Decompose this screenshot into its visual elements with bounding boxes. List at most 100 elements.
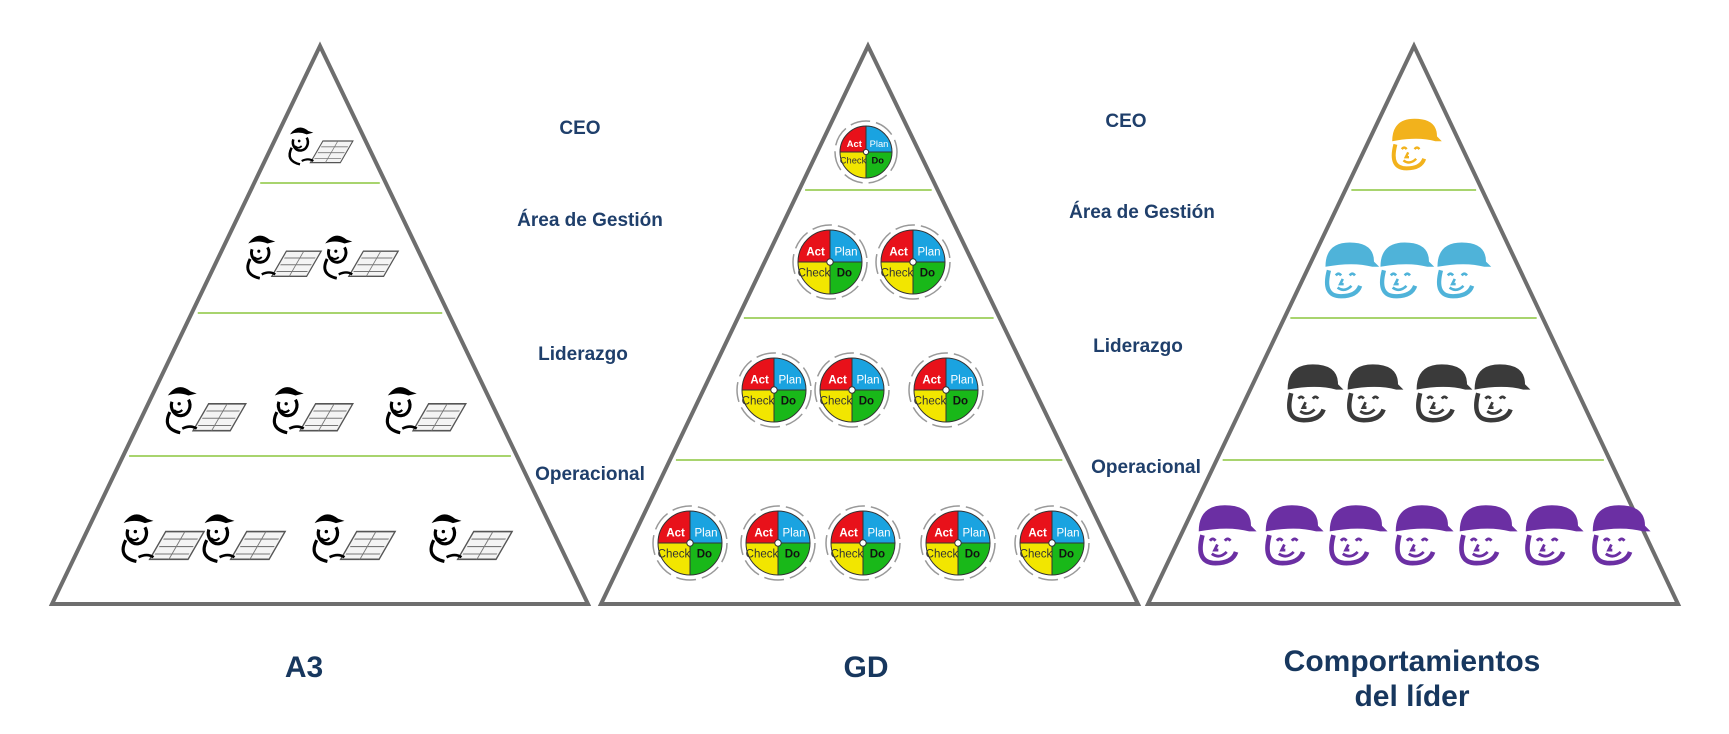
helmet-face-icon [1287,364,1344,423]
helmet-face-icon [1329,505,1388,566]
label-a3-operacional: Operacional [535,464,645,485]
svg-text:Act: Act [1028,528,1047,540]
pyramid-gd [597,41,1142,606]
svg-text:Act: Act [922,375,941,387]
helmet-face-icon [1436,242,1492,299]
helmet-face-icon [1391,118,1442,171]
svg-text:Do: Do [870,548,885,560]
svg-text:Plan: Plan [950,375,973,387]
label-gd-operacional: Operacional [1091,457,1201,478]
svg-text:Plan: Plan [962,528,985,540]
helmet-face-icon [1265,505,1324,566]
helmet-face-icon [1459,505,1518,566]
helmet-face-icon [1347,364,1404,423]
label-gd-area-gestion: Área de Gestión [1069,202,1215,223]
svg-text:Check: Check [831,548,864,560]
pyramid-title-gd: GD [843,651,889,684]
svg-text:Plan: Plan [856,375,879,387]
svg-text:Do: Do [697,548,712,560]
svg-text:Act: Act [806,247,825,259]
svg-text:Check: Check [658,548,691,560]
person-with-report-icon [165,387,248,435]
svg-text:Check: Check [926,548,959,560]
title-line-1: Comportamientos [1283,645,1541,678]
svg-text:Check: Check [746,548,779,560]
svg-text:Check: Check [914,395,947,407]
svg-text:Do: Do [781,395,796,407]
svg-text:Plan: Plan [867,528,890,540]
svg-text:Act: Act [934,528,953,540]
label-gd-liderazgo: Liderazgo [1093,336,1183,357]
helmet-face-icon [1474,364,1531,423]
svg-text:Do: Do [859,395,874,407]
pyramid-outline [1144,41,1682,606]
label-a3-liderazgo: Liderazgo [538,344,628,365]
person-with-report-icon [429,514,514,564]
pyramid-comportamientos [1144,41,1682,606]
pyramid-a3 [48,41,592,606]
svg-text:Plan: Plan [782,528,805,540]
person-with-report-icon [246,235,323,280]
person-with-report-icon [288,127,354,166]
svg-text:Do: Do [785,548,800,560]
pyramid-title-comportamientos: Comportamientos del líder [1284,644,1541,715]
svg-text:Do: Do [837,267,852,279]
person-with-report-icon [202,514,287,564]
label-a3-area-gestion: Área de Gestión [517,210,663,231]
svg-text:Do: Do [920,267,935,279]
svg-text:Act: Act [889,247,908,259]
svg-text:Check: Check [798,267,831,279]
svg-text:Check: Check [840,156,867,166]
svg-text:Plan: Plan [778,375,801,387]
svg-text:Do: Do [965,548,980,560]
svg-text:Act: Act [666,528,685,540]
svg-text:Plan: Plan [1056,528,1079,540]
helmet-face-icon [1592,505,1651,566]
svg-text:Act: Act [750,375,769,387]
helmet-face-icon [1525,505,1584,566]
pyramid-outline [597,41,1142,606]
helmet-face-icon [1395,505,1454,566]
svg-text:Do: Do [871,156,884,166]
svg-text:Check: Check [820,395,853,407]
svg-text:Check: Check [1020,548,1053,560]
svg-text:Plan: Plan [694,528,717,540]
svg-text:Plan: Plan [870,139,889,149]
svg-text:Check: Check [881,267,914,279]
svg-text:Do: Do [953,395,968,407]
pyramid-outline [48,41,592,606]
person-with-report-icon [323,235,400,280]
svg-text:Act: Act [828,375,847,387]
helmet-face-icon [1416,364,1473,423]
title-line-2: del líder [1354,680,1470,714]
label-gd-ceo: CEO [1105,111,1147,132]
person-with-report-icon [312,514,397,564]
svg-text:Check: Check [742,395,775,407]
svg-text:Plan: Plan [834,247,857,259]
svg-text:Act: Act [839,528,858,540]
person-with-report-icon [385,387,468,435]
label-a3-ceo: CEO [559,118,601,139]
person-with-report-icon [272,387,355,435]
pyramid-title-a3: A3 [284,651,324,684]
person-with-report-icon [121,514,206,564]
svg-text:Do: Do [1059,548,1074,560]
helmet-face-icon [1198,505,1257,566]
svg-text:Act: Act [847,139,862,149]
svg-text:Act: Act [754,528,773,540]
svg-text:Plan: Plan [917,247,940,259]
helmet-face-icon [1324,242,1380,299]
